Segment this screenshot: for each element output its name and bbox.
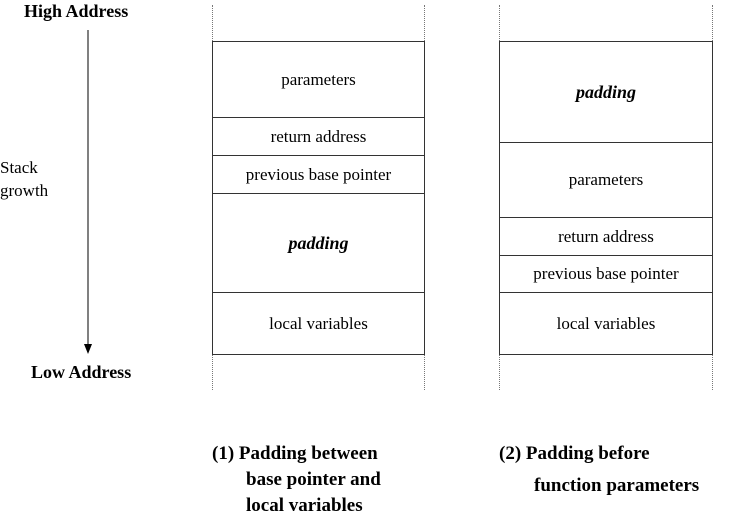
left-caption-line1: (1) Padding between	[212, 443, 378, 464]
stack-growth-label: Stack growth	[0, 156, 48, 202]
left-cell-padding: padding	[213, 194, 424, 293]
stack-growth-line1: Stack	[0, 158, 38, 177]
left-caption-line3: local variables	[246, 495, 363, 516]
left-stack-frame: parameters return address previous base …	[212, 41, 425, 355]
right-caption-line1: (2) Padding before	[499, 443, 650, 464]
stack-growth-line2: growth	[0, 181, 49, 200]
right-cell-previous-base-pointer: previous base pointer	[500, 256, 712, 293]
right-cell-local-variables: local variables	[556, 313, 656, 333]
left-guide-bottom-right	[424, 354, 425, 390]
growth-arrow-icon	[84, 30, 92, 354]
right-cell-parameters: parameters	[500, 143, 712, 218]
left-cell-local-variables: local variables	[269, 313, 368, 333]
left-guide-top-left	[212, 5, 213, 41]
right-caption-line2: function parameters	[534, 475, 700, 496]
left-cell-return-address: return address	[213, 118, 424, 156]
left-cell-parameters: parameters	[213, 42, 424, 118]
right-guide-bottom-left	[499, 354, 500, 390]
low-address-label: Low Address	[31, 362, 132, 382]
high-address-label: High Address	[24, 1, 129, 21]
right-guide-bottom-right	[712, 354, 713, 390]
right-guide-top-right	[712, 5, 713, 41]
right-stack-frame: padding parameters return address previo…	[499, 41, 713, 355]
left-guide-top-right	[424, 5, 425, 41]
right-guide-top-left	[499, 5, 500, 41]
left-cell-previous-base-pointer: previous base pointer	[213, 156, 424, 194]
right-cell-return-address: return address	[500, 218, 712, 256]
left-guide-bottom-left	[212, 354, 213, 390]
left-caption-line2: base pointer and	[246, 469, 381, 490]
right-cell-padding: padding	[500, 42, 712, 143]
